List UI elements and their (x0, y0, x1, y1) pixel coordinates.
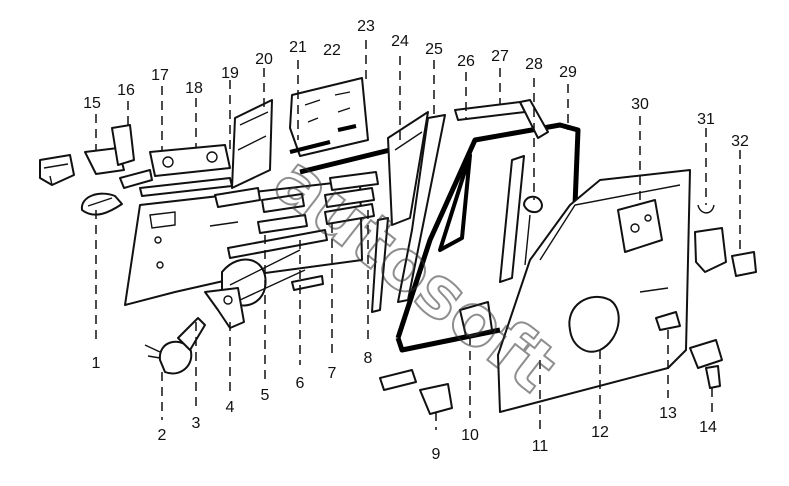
part-regulator-motor (144, 317, 206, 375)
callout-number-4: 4 (226, 399, 235, 416)
callout-number-32: 32 (731, 133, 749, 150)
callout-number-8: 8 (364, 350, 373, 367)
callout-number-31: 31 (697, 111, 715, 128)
callout-number-21: 21 (289, 39, 307, 56)
part-lock-housing (39, 154, 75, 186)
callout-number-14: 14 (699, 419, 717, 436)
callout-number-24: 24 (391, 33, 409, 50)
callout-number-29: 29 (559, 64, 577, 81)
part-vent-channel (387, 111, 446, 303)
callout-number-6: 6 (296, 375, 305, 392)
callout-number-20: 20 (255, 51, 273, 68)
callout-number-2: 2 (158, 427, 167, 444)
callout-number-13: 13 (659, 405, 677, 422)
callout-number-12: 12 (591, 424, 609, 441)
callout-number-26: 26 (457, 53, 475, 70)
part-lock-cylinder (689, 339, 723, 389)
callout-number-15: 15 (83, 95, 101, 112)
callout-number-17: 17 (151, 67, 169, 84)
part-lock-bracket (84, 124, 135, 175)
callout-number-25: 25 (425, 41, 443, 58)
callout-number-16: 16 (117, 82, 135, 99)
part-window-glass (289, 77, 369, 157)
callout-number-7: 7 (328, 365, 337, 382)
part-striker (655, 311, 681, 331)
leader-lines (95, 40, 741, 432)
callout-number-22: 22 (323, 42, 341, 59)
callout-number-9: 9 (432, 446, 441, 463)
part-door-lock (617, 199, 663, 253)
callout-number-18: 18 (185, 80, 203, 97)
callout-number-28: 28 (525, 56, 543, 73)
callout-number-3: 3 (192, 415, 201, 432)
callout-number-1: 1 (92, 355, 101, 372)
callout-number-30: 30 (631, 96, 649, 113)
part-regulator-rails (227, 171, 379, 291)
part-regulator (204, 249, 306, 329)
part-seal-strip (371, 217, 389, 313)
part-glass-run (289, 140, 391, 175)
part-latch-plate (379, 301, 493, 415)
callout-number-27: 27 (491, 48, 509, 65)
callout-number-19: 19 (221, 65, 239, 82)
part-inner-handle (80, 192, 123, 216)
part-handle-bracket (119, 144, 233, 197)
callout-number-10: 10 (461, 427, 479, 444)
part-cable (523, 195, 543, 266)
callout-number-23: 23 (357, 18, 375, 35)
part-regulator-guide (214, 99, 273, 208)
callout-number-5: 5 (261, 387, 270, 404)
part-outer-handle (694, 204, 757, 277)
part-access-cover (568, 295, 620, 353)
callout-number-11: 11 (532, 438, 549, 455)
